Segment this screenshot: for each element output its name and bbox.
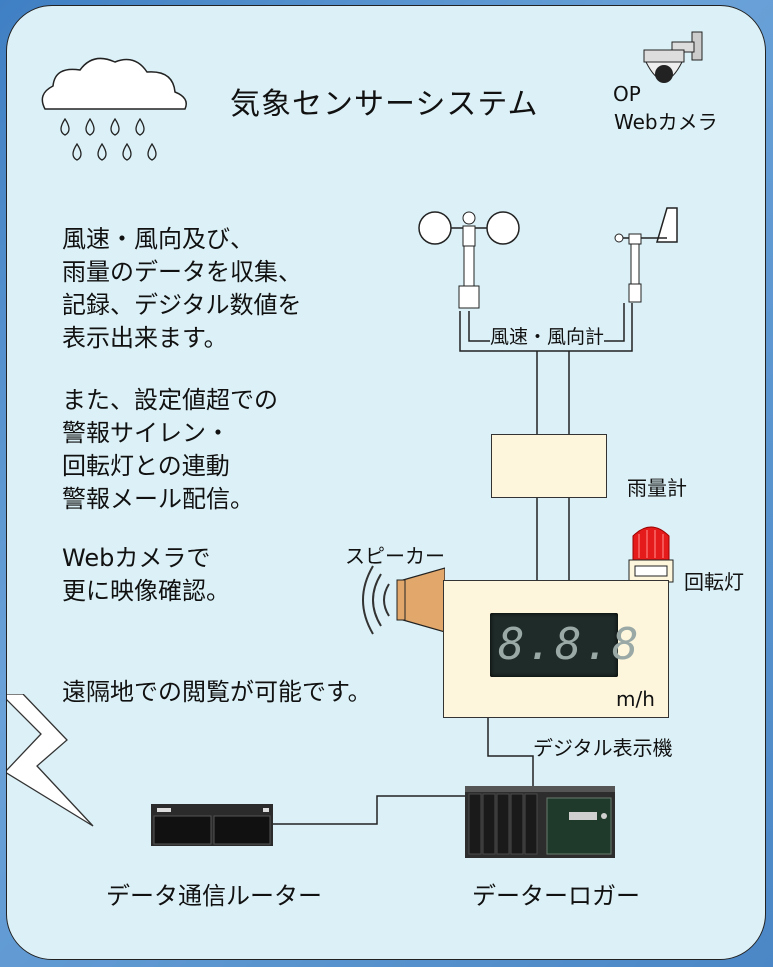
display-unit-label: m/h <box>616 687 655 711</box>
lightning-icon <box>7 694 94 827</box>
router-label: データ通信ルーター <box>106 882 322 910</box>
description-paragraph-3: Webカメラで更に映像確認。 <box>62 544 230 605</box>
data-logger-device-icon <box>465 786 615 858</box>
speaker-label: スピーカー <box>345 544 445 568</box>
connection-lines <box>270 303 633 825</box>
router-device-icon <box>151 804 273 846</box>
description-paragraph-1: 風速・風向及び、雨量のデータを収集、 記録、デジタル数値を表示出来ます。 <box>62 225 302 352</box>
speaker-icon <box>362 565 445 635</box>
rotating-light-label: 回転灯 <box>684 570 744 594</box>
camera-label-web: Webカメラ <box>614 110 718 134</box>
rain-gauge-label: 雨量計 <box>627 476 687 500</box>
ptz-camera-icon <box>643 31 703 83</box>
rotating-light-icon <box>628 526 674 583</box>
page-title: 気象センサーシステム <box>230 87 539 122</box>
diagram-panel: 気象センサーシステム OP Webカメラ 風速・風向及び、雨量のデータを収集、 … <box>6 5 766 960</box>
wind-vane-icon <box>614 207 678 303</box>
camera-label-op: OP <box>613 82 641 106</box>
cloud-rain-icon <box>41 57 187 161</box>
seven-segment-panel: 8.8.8 <box>490 613 638 677</box>
digital-display-box: 8.8.8 m/h <box>443 580 669 718</box>
description-paragraph-2: また、設定値超での警報サイレン・ 回転灯との連動警報メール配信。 <box>62 386 278 513</box>
anemometer-icon <box>418 211 520 309</box>
description-paragraph-4: 遠隔地での閲覧が可能です。 <box>62 678 372 706</box>
display-digits: 8.8.8 <box>498 619 641 670</box>
wind-meter-label: 風速・風向計 <box>490 322 605 349</box>
logger-label: データーロガー <box>472 882 640 910</box>
digital-display-label: デジタル表示機 <box>533 736 673 760</box>
rain-gauge-box <box>491 434 607 498</box>
